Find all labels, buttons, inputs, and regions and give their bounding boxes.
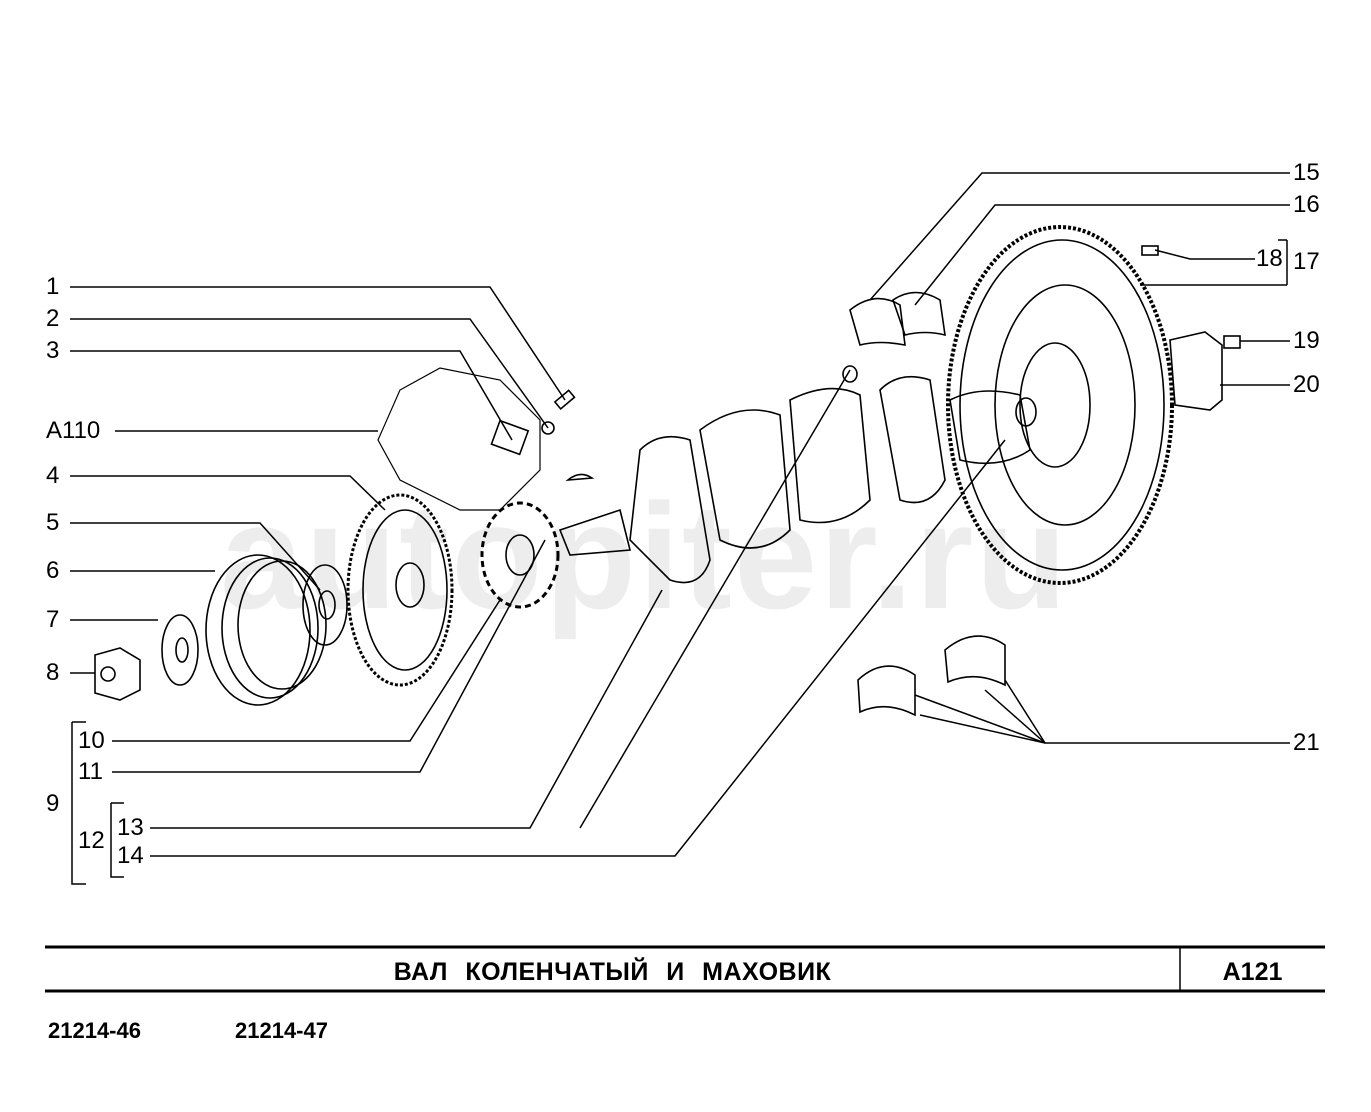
callout-13: 13	[117, 814, 144, 841]
callout-5: 5	[46, 509, 60, 536]
callout-15: 15	[1293, 159, 1320, 186]
model-number-2: 21214-47	[235, 1018, 328, 1043]
timing-cover-outline	[377, 367, 541, 511]
model-number-1: 21214-46	[48, 1018, 141, 1043]
callout-9: 9	[46, 790, 60, 817]
callout-3: 3	[46, 337, 60, 364]
callout-20: 20	[1293, 371, 1320, 398]
callout-14: 14	[117, 842, 144, 869]
callout-12: 12	[78, 827, 105, 854]
callout-a110: А110	[46, 417, 101, 444]
callout-19: 19	[1293, 327, 1320, 354]
callout-18: 18	[1256, 245, 1283, 272]
callout-2: 2	[46, 305, 60, 332]
crankshaft	[558, 365, 1037, 584]
callout-6: 6	[46, 557, 60, 584]
flywheel	[946, 225, 1174, 585]
callout-16: 16	[1293, 191, 1320, 218]
diagram-title: ВАЛ КОЛЕНЧАТЫЙ И МАХОВИК	[393, 958, 832, 986]
callout-21: 21	[1293, 729, 1320, 756]
leader-lines	[70, 172, 1290, 885]
callout-1: 1	[46, 273, 60, 300]
callout-8: 8	[46, 659, 60, 686]
callout-4: 4	[46, 462, 60, 489]
callout-10: 10	[78, 727, 105, 754]
callout-11: 11	[78, 758, 103, 785]
callout-7: 7	[46, 606, 60, 633]
callout-17: 17	[1293, 248, 1320, 275]
diagram-code: А121	[1222, 958, 1283, 986]
